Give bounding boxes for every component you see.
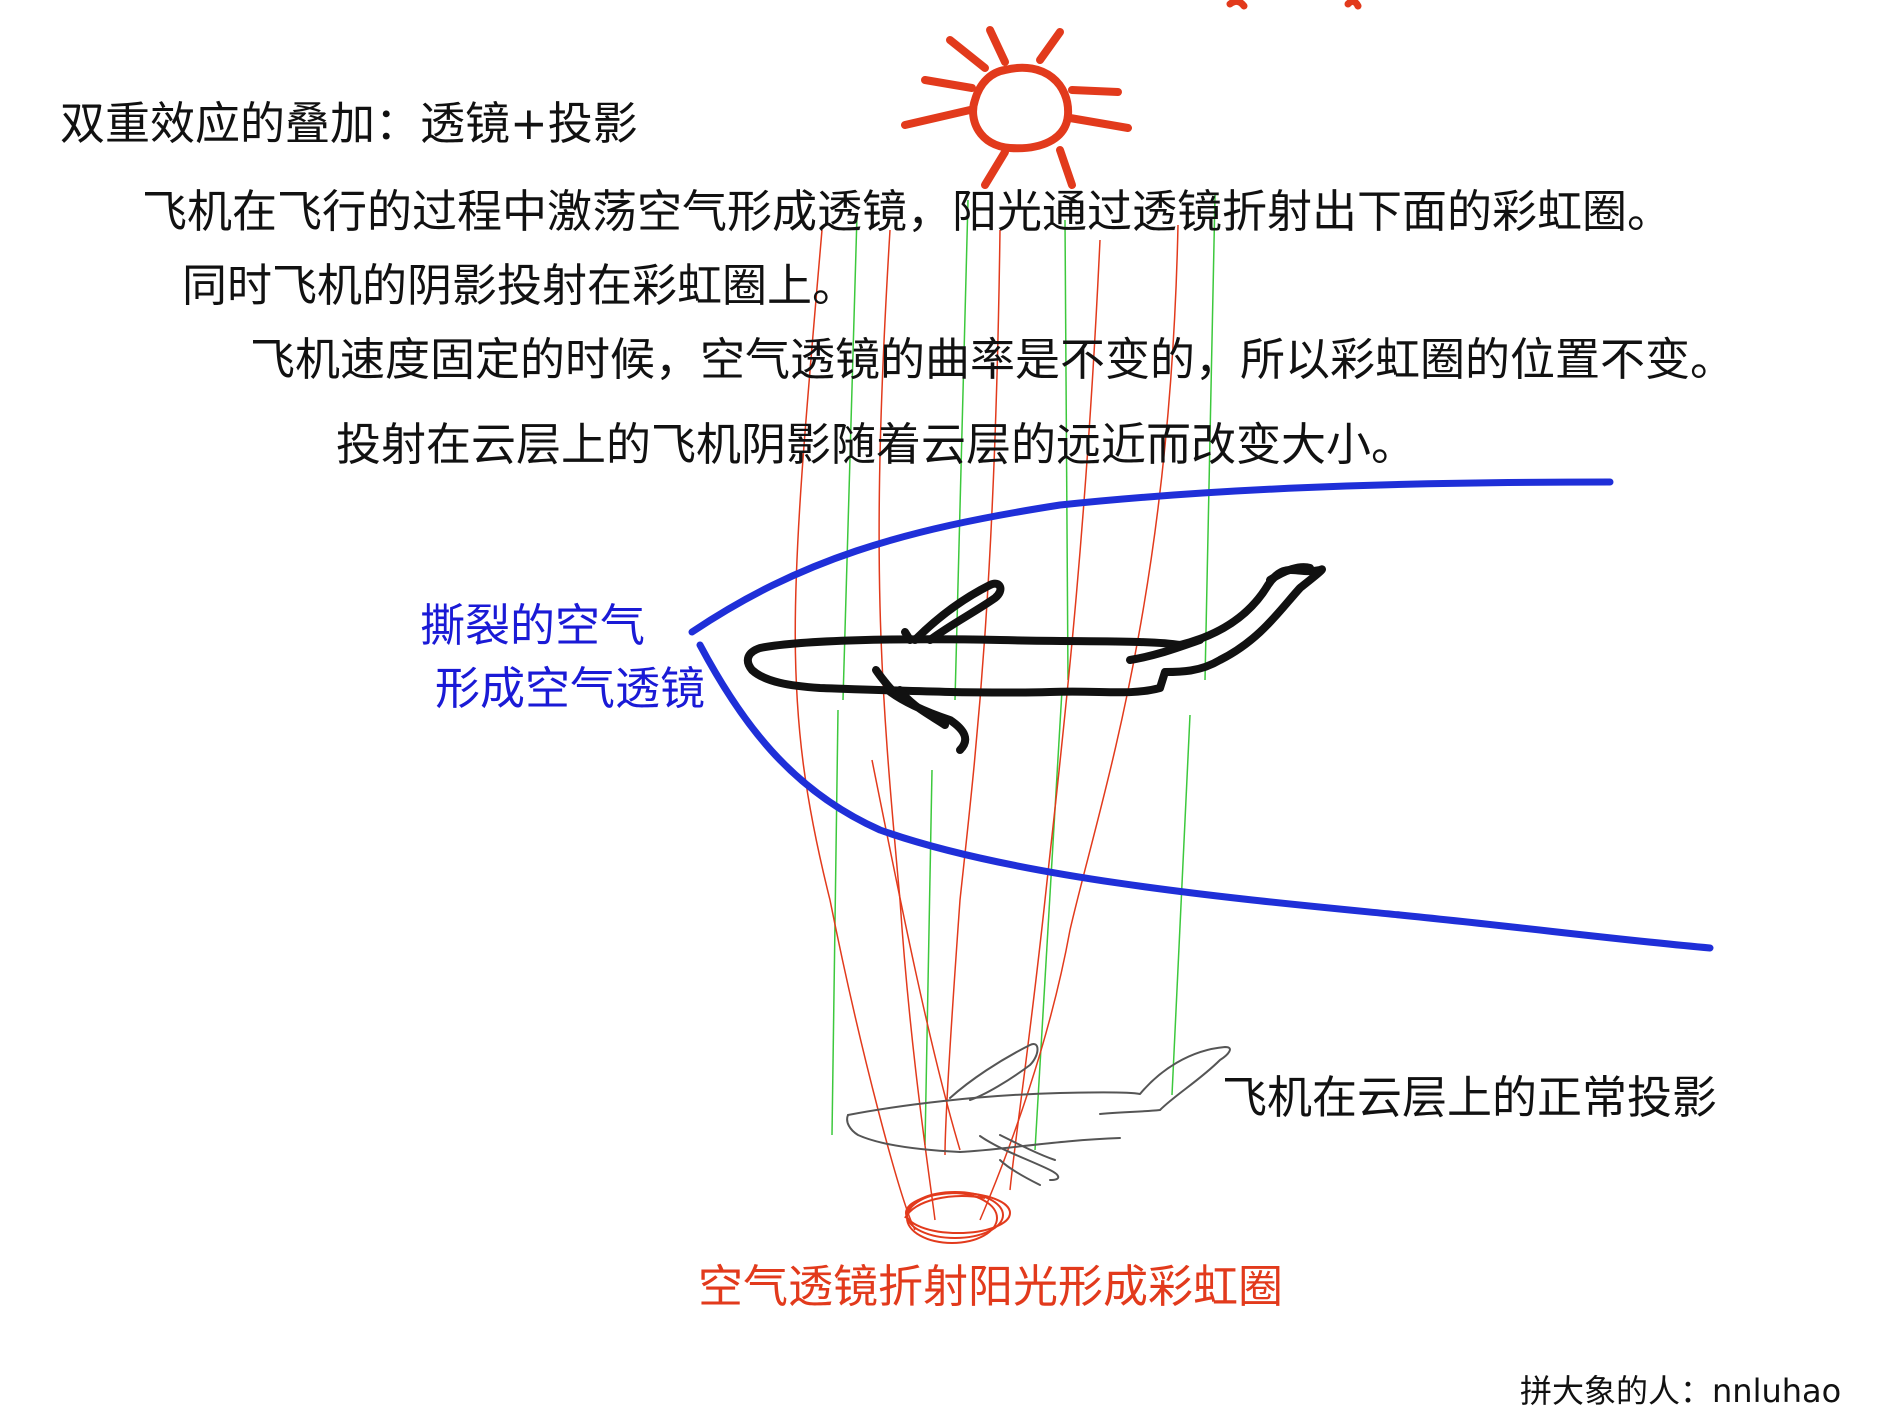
red-ray — [1009, 239, 1101, 1191]
green-ray — [924, 769, 933, 1146]
top-arc-fragment — [1226, 0, 1362, 10]
red-ray — [871, 759, 961, 1151]
airplane-shadow-icon — [846, 1043, 1231, 1186]
air-lens-curve — [688, 478, 1714, 952]
rainbow-label: 空气透镜折射阳光形成彩虹圈 — [698, 1260, 1284, 1313]
shadow-label: 飞机在云层上的正常投影 — [1222, 1071, 1718, 1124]
diagram-title: 双重效应的叠加：透镜+投影 — [60, 97, 638, 150]
explanation-line-1: 飞机在飞行的过程中激荡空气形成透镜，阳光通过透镜折射出下面的彩虹圈。 — [142, 185, 1673, 238]
credit-label: 拼大象的人：nnluhao — [1520, 1372, 1842, 1410]
airplane-icon — [743, 563, 1326, 754]
explanation-line-3: 飞机速度固定的时候，空气透镜的曲率是不变的，所以彩虹圈的位置不变。 — [250, 333, 1736, 386]
air-lens-label-line-2: 形成空气透镜 — [435, 662, 706, 715]
red-ray — [794, 229, 916, 1231]
rainbow-ring-icon — [904, 1191, 1011, 1244]
green-ray — [1064, 219, 1069, 681]
explanation-line-4: 投射在云层上的飞机阴影随着云层的远近而改变大小。 — [336, 418, 1417, 471]
red-ray — [878, 229, 936, 1221]
air-lens-label-line-1: 撕裂的空气 — [420, 599, 646, 652]
green-ray — [1034, 689, 1063, 1151]
explanation-line-2: 同时飞机的阴影投射在彩虹圈上。 — [182, 259, 858, 312]
sun-icon — [901, 26, 1132, 189]
green-ray — [954, 199, 969, 701]
green-ray — [1204, 194, 1216, 681]
green-ray — [1171, 714, 1191, 1096]
red-ray — [944, 229, 1001, 1156]
green-ray — [842, 214, 858, 701]
